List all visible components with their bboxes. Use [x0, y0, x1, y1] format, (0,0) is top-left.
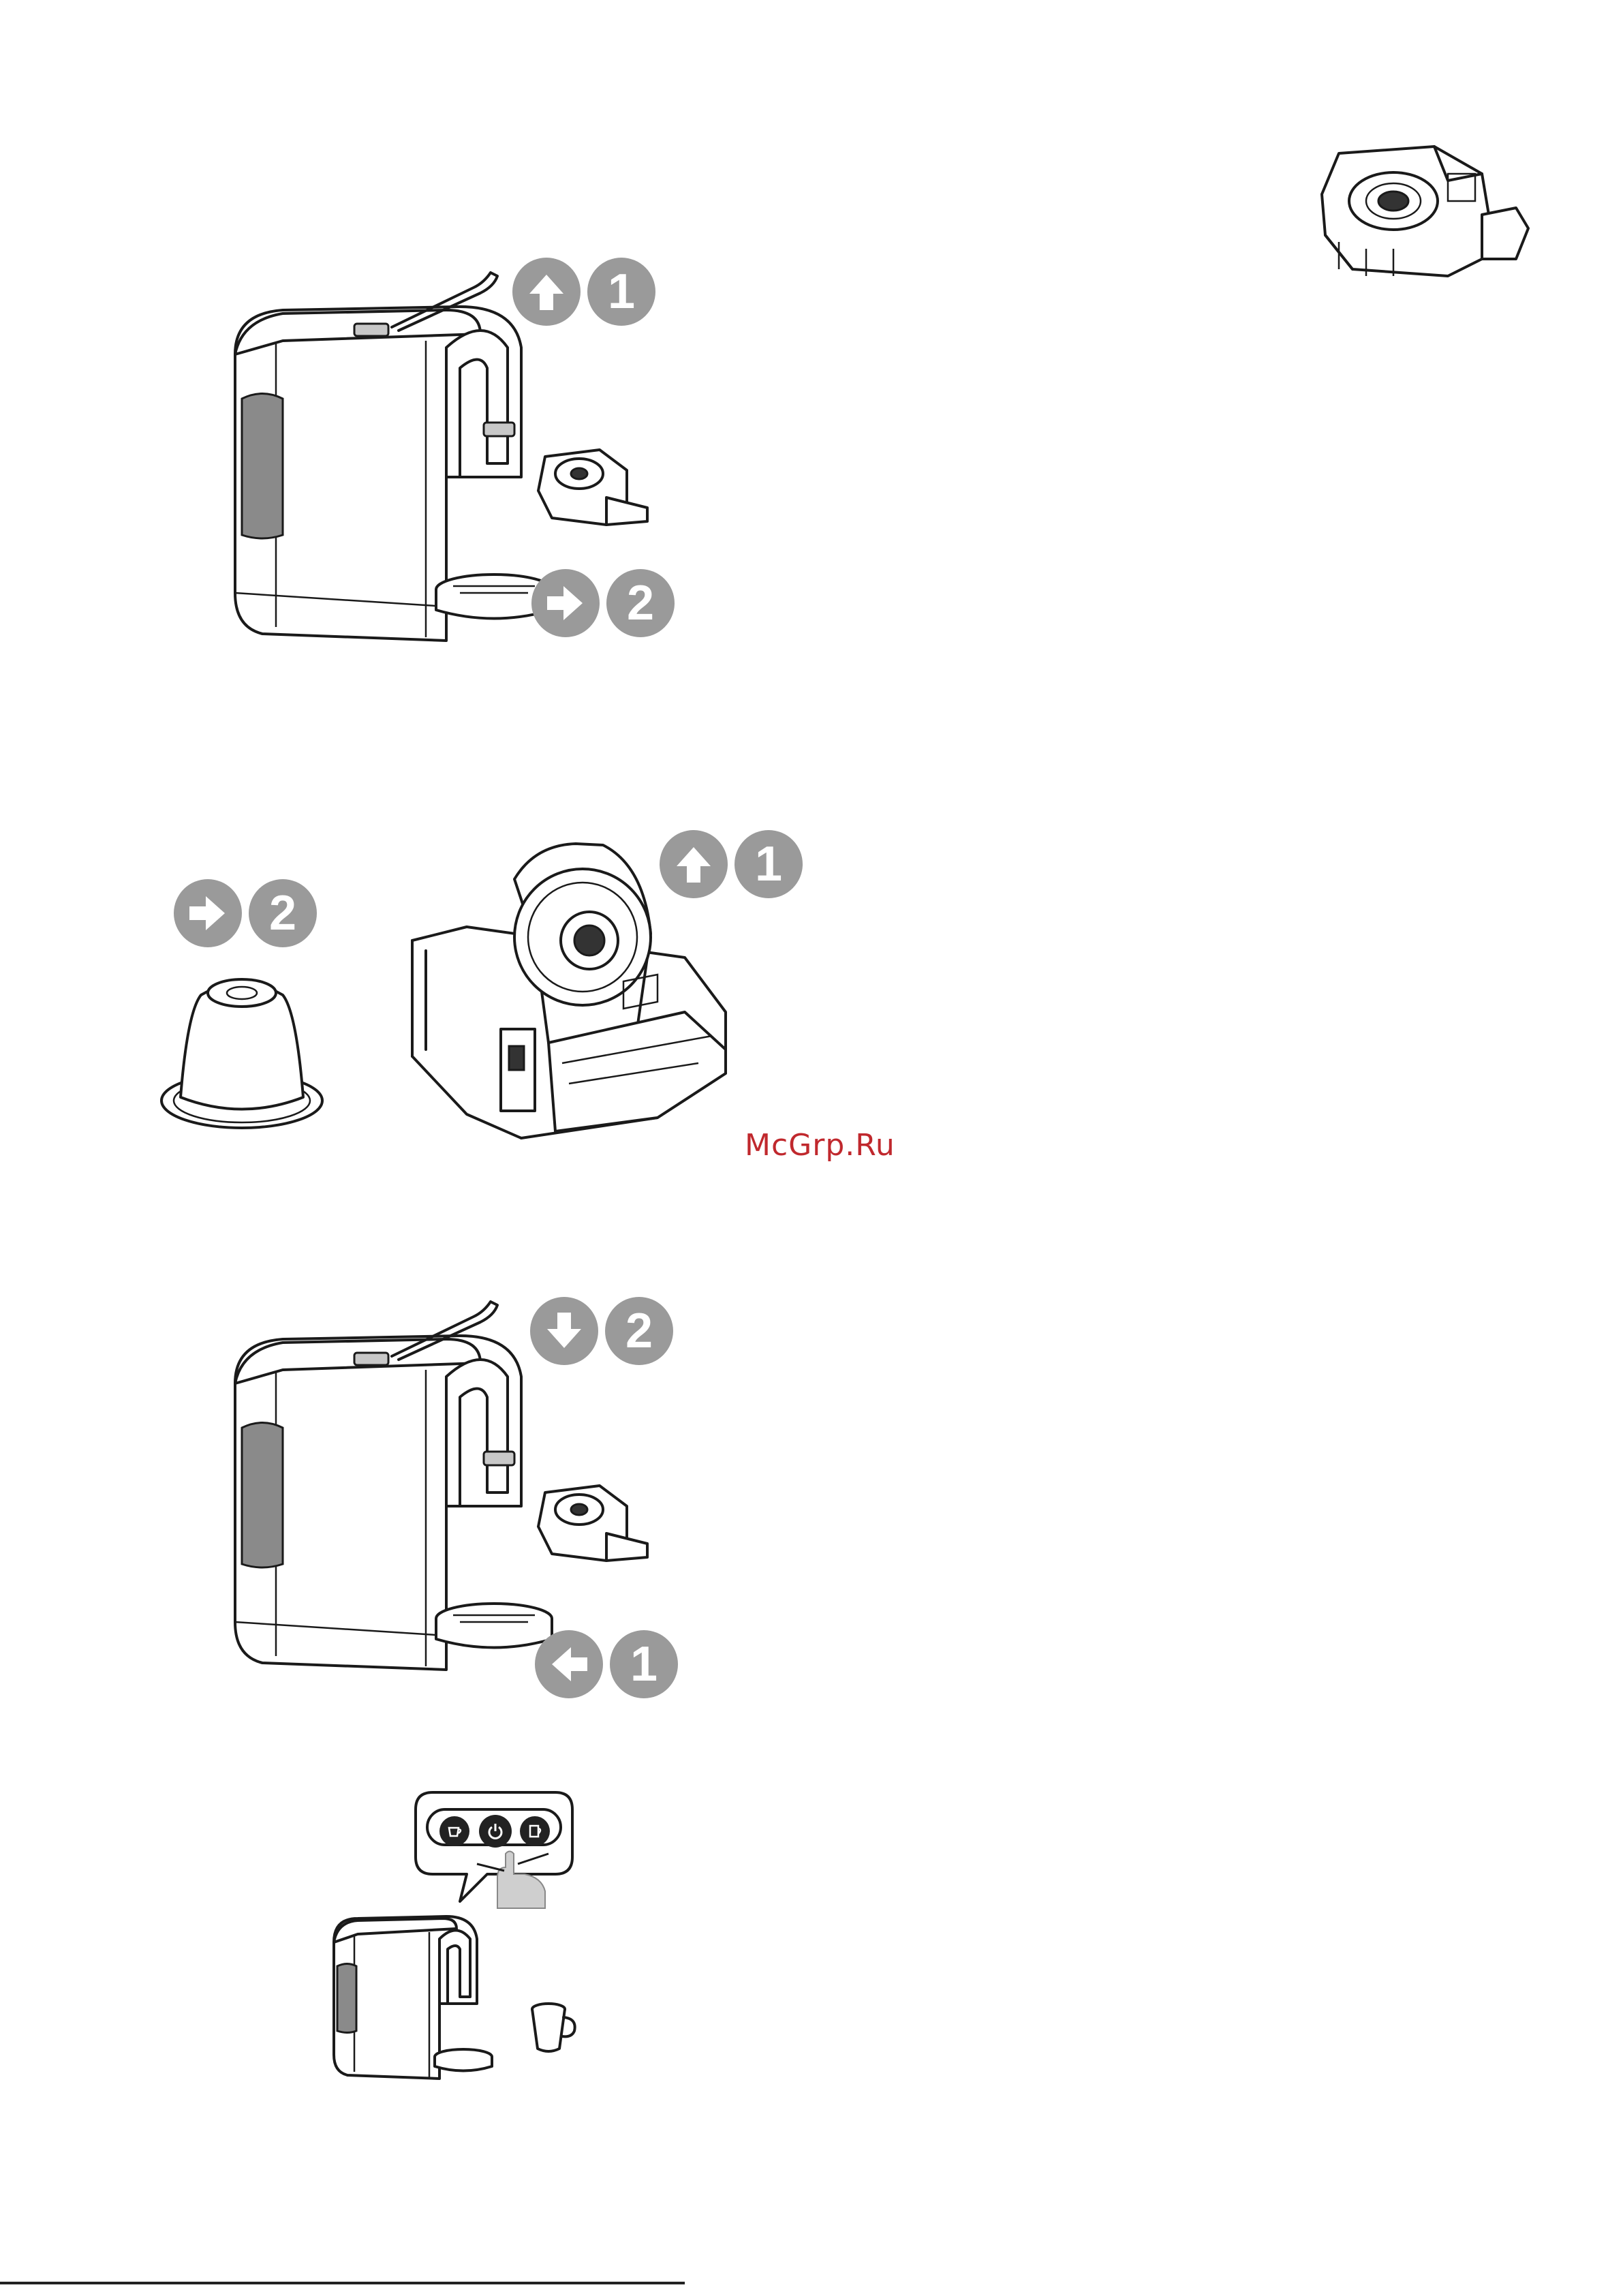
pointing-hand: [477, 1850, 559, 1908]
mug-button[interactable]: [520, 1816, 550, 1846]
mug-icon: [525, 1822, 544, 1841]
capsule: [153, 964, 330, 1135]
power-button[interactable]: [479, 1815, 512, 1848]
step-number: 2: [605, 1297, 673, 1365]
arrow-down-icon: [530, 1297, 598, 1365]
step-number: 2: [249, 879, 317, 947]
arrow-up-icon: [660, 830, 728, 898]
arrow-up-icon: [512, 258, 581, 326]
watermark: McGrp.Ru: [745, 1128, 895, 1163]
arrow-right-icon: [531, 569, 600, 637]
power-icon: [485, 1821, 506, 1841]
step1-lift-lever: 1: [512, 258, 655, 326]
arrow-left-icon: [535, 1630, 603, 1698]
step-number: 1: [610, 1630, 678, 1698]
step-number: 2: [606, 569, 675, 637]
step1-slide-adapter: 2: [531, 569, 675, 637]
step-number: 1: [735, 830, 803, 898]
cup-button[interactable]: [439, 1816, 469, 1846]
step3-close-lever: 2: [530, 1297, 673, 1365]
footer-divider: [0, 2282, 685, 2284]
capsule-adapter-thumbnail: [1312, 140, 1530, 290]
cup-icon: [445, 1822, 464, 1841]
step-number: 1: [587, 258, 655, 326]
coffee-machine-small: [330, 1901, 494, 2085]
step2-insert-capsule: 2: [174, 879, 317, 947]
step2-open-lid: 1: [660, 830, 803, 898]
espresso-cup: [528, 2002, 583, 2057]
step3-push-adapter: 1: [535, 1630, 678, 1698]
arrow-right-icon: [174, 879, 242, 947]
